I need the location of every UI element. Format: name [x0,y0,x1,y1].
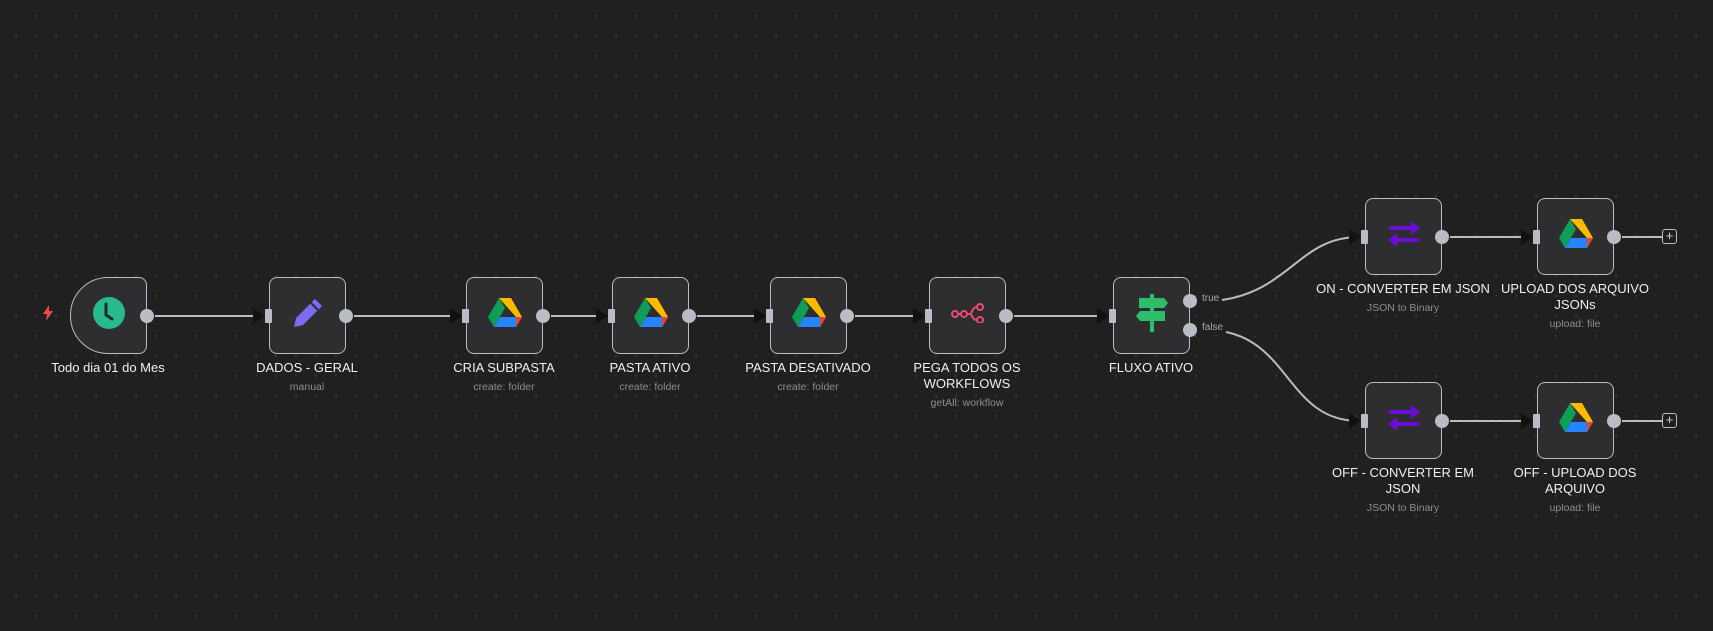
branch-label-true: true [1202,293,1220,304]
node-title: CRIA SUBPASTA [453,360,555,375]
node-pasta-desativado[interactable] [766,277,854,354]
n8n-icon [950,303,985,328]
node-trigger[interactable] [70,277,154,354]
add-node-button[interactable]: + [1662,413,1677,428]
output-handle[interactable] [1607,414,1621,428]
branch-label-false: false [1202,322,1224,333]
node-label: UPLOAD DOS ARQUIVO JSONs upload: file [1485,281,1665,332]
node-title: PASTA ATIVO [609,360,691,375]
google-drive-icon [791,298,826,333]
node-label: PASTA ATIVO create: folder [560,360,740,395]
add-node-button[interactable]: + [1662,229,1677,244]
output-handle[interactable] [999,309,1013,323]
node-label: OFF - CONVERTER EM JSON JSON to Binary [1313,465,1493,516]
node-subtitle: JSON to Binary [1366,302,1440,314]
output-handle[interactable] [682,309,696,323]
output-handle[interactable] [1435,414,1449,428]
google-drive-icon [1558,403,1593,438]
node-fluxo[interactable] [1109,277,1197,354]
node-label: CRIA SUBPASTA create: folder [414,360,594,395]
input-handle[interactable] [1109,309,1116,323]
node-subtitle: upload: file [1549,318,1601,330]
input-handle[interactable] [265,309,272,323]
output-handle[interactable] [536,309,550,323]
node-subtitle: upload: file [1549,502,1601,514]
pencil-icon [291,296,325,335]
node-dados[interactable] [265,277,353,354]
node-title: PASTA DESATIVADO [745,360,871,375]
node-label: OFF - UPLOAD DOS ARQUIVO upload: file [1485,465,1665,516]
connection-false [1225,331,1361,429]
output-handle-false[interactable] [1183,323,1197,337]
input-handle[interactable] [462,309,469,323]
output-handle[interactable] [339,309,353,323]
node-pega[interactable] [925,277,1013,354]
node-on-convert[interactable] [1361,198,1449,275]
node-off-convert[interactable] [1361,382,1449,459]
node-title: PEGA TODOS OS WORKFLOWS [913,360,1021,391]
node-label: PASTA DESATIVADO create: folder [718,360,898,395]
node-title: OFF - UPLOAD DOS ARQUIVO [1513,465,1637,496]
node-title: OFF - CONVERTER EM JSON [1331,465,1475,496]
node-title: DADOS - GERAL [256,360,358,375]
google-drive-icon [487,298,522,333]
node-label: ON - CONVERTER EM JSON JSON to Binary [1313,281,1493,316]
input-handle[interactable] [608,309,615,323]
node-title: Todo dia 01 do Mes [51,360,165,375]
input-handle[interactable] [1361,414,1368,428]
node-cria[interactable] [462,277,550,354]
output-handle[interactable] [840,309,854,323]
input-handle[interactable] [1533,230,1540,244]
google-drive-icon [1558,219,1593,254]
convert-arrows-icon [1387,221,1421,252]
node-subtitle: create: folder [473,381,535,393]
input-handle[interactable] [1361,230,1368,244]
connection-true [1221,229,1361,301]
node-subtitle: getAll: workflow [930,397,1004,409]
output-handle[interactable] [1607,230,1621,244]
node-label: DADOS - GERAL manual [217,360,397,395]
google-drive-icon [633,298,668,333]
node-title: FLUXO ATIVO [1108,360,1194,375]
node-subtitle: create: folder [619,381,681,393]
node-label: PEGA TODOS OS WORKFLOWS getAll: workflow [877,360,1057,411]
clock-icon [92,296,126,335]
node-upload[interactable] [1533,198,1621,275]
node-subtitle: JSON to Binary [1366,502,1440,514]
node-title: UPLOAD DOS ARQUIVO JSONs [1500,281,1650,312]
input-handle[interactable] [925,309,932,323]
output-handle-true[interactable] [1183,294,1197,308]
output-handle[interactable] [1435,230,1449,244]
node-pasta-ativo[interactable] [608,277,696,354]
node-subtitle: manual [289,381,325,393]
node-off-upload[interactable] [1533,382,1621,459]
trigger-bolt-icon [43,305,53,321]
node-title: ON - CONVERTER EM JSON [1316,281,1490,296]
node-subtitle: create: folder [777,381,839,393]
signpost-icon [1135,294,1169,337]
node-label: FLUXO ATIVO [1061,360,1241,376]
node-label: Todo dia 01 do Mes [18,360,198,376]
input-handle[interactable] [766,309,773,323]
convert-arrows-icon [1387,405,1421,436]
output-handle[interactable] [140,309,154,323]
input-handle[interactable] [1533,414,1540,428]
